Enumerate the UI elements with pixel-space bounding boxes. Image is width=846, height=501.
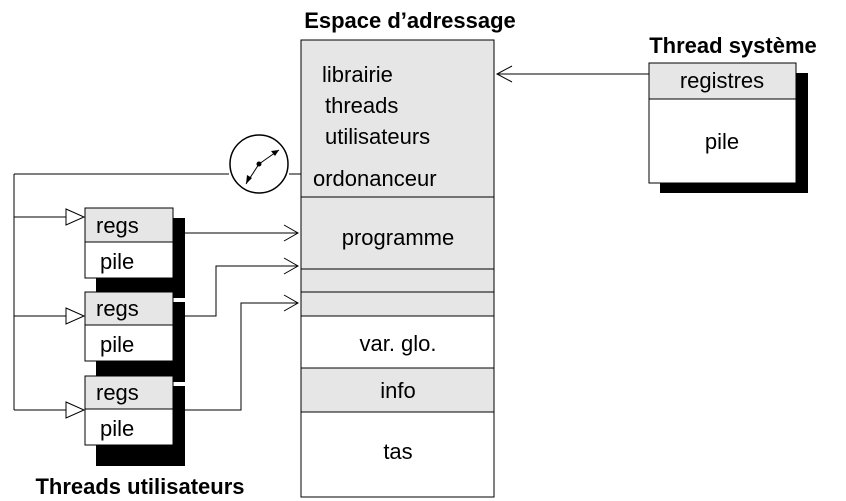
library-line-2: threads bbox=[325, 93, 398, 118]
user-thread-2-stack-box bbox=[84, 324, 174, 362]
address-space-title: Espace d’adressage bbox=[304, 8, 516, 33]
scheduler-dispatch-lines bbox=[13, 173, 301, 411]
clock-icon bbox=[229, 134, 289, 194]
user-thread-2: regs pile bbox=[84, 291, 185, 382]
library-line-3: utilisateurs bbox=[325, 124, 430, 149]
user-thread-2-regs-box bbox=[84, 291, 174, 326]
user-thread-3-stack: pile bbox=[100, 416, 134, 441]
dispatch-arrowhead-1 bbox=[65, 208, 86, 226]
user-thread-3-regs: regs bbox=[96, 380, 139, 405]
user-thread-2-regs: regs bbox=[96, 296, 139, 321]
heap-label: tas bbox=[383, 439, 412, 464]
library-line-1: librairie bbox=[322, 62, 393, 87]
dispatch-arrowhead-2 bbox=[65, 307, 86, 325]
user-thread-3: regs pile bbox=[84, 375, 185, 466]
system-stack-label: pile bbox=[705, 129, 739, 154]
user-thread-3-stack-box bbox=[84, 408, 174, 446]
user-threads-title: Threads utilisateurs bbox=[35, 474, 244, 499]
address-space: Espace d’adressage librairie threads uti… bbox=[300, 8, 516, 498]
dispatch-arrowhead-3 bbox=[65, 401, 86, 419]
globals-segment bbox=[300, 315, 495, 369]
system-stack-box bbox=[648, 98, 797, 184]
library-line-4: ordonanceur bbox=[313, 166, 437, 191]
info-label: info bbox=[380, 378, 415, 403]
system-to-library-arrow bbox=[495, 65, 649, 83]
user-thread-2-stack: pile bbox=[100, 332, 134, 357]
heap-segment bbox=[300, 411, 495, 498]
user-thread-1-stack-box bbox=[84, 241, 174, 279]
stack-slot-segment-2 bbox=[300, 291, 495, 317]
user-thread-1-stack: pile bbox=[100, 249, 134, 274]
program-segment bbox=[300, 196, 495, 270]
user-thread-1: regs pile bbox=[84, 207, 185, 298]
system-registers-label: registres bbox=[680, 68, 764, 93]
info-segment bbox=[300, 367, 495, 413]
system-thread: Thread système registres pile bbox=[648, 33, 817, 193]
user-thread-1-regs-box bbox=[84, 207, 174, 243]
globals-label: var. glo. bbox=[359, 331, 436, 356]
library-segment bbox=[300, 39, 495, 198]
dispatch-arrowheads bbox=[65, 208, 86, 419]
program-label: programme bbox=[342, 225, 454, 250]
thread-to-address-arrows bbox=[185, 224, 300, 411]
system-thread-title: Thread système bbox=[649, 33, 817, 58]
user-thread-1-regs: regs bbox=[96, 213, 139, 238]
stack-slot-segment-1 bbox=[300, 268, 495, 293]
